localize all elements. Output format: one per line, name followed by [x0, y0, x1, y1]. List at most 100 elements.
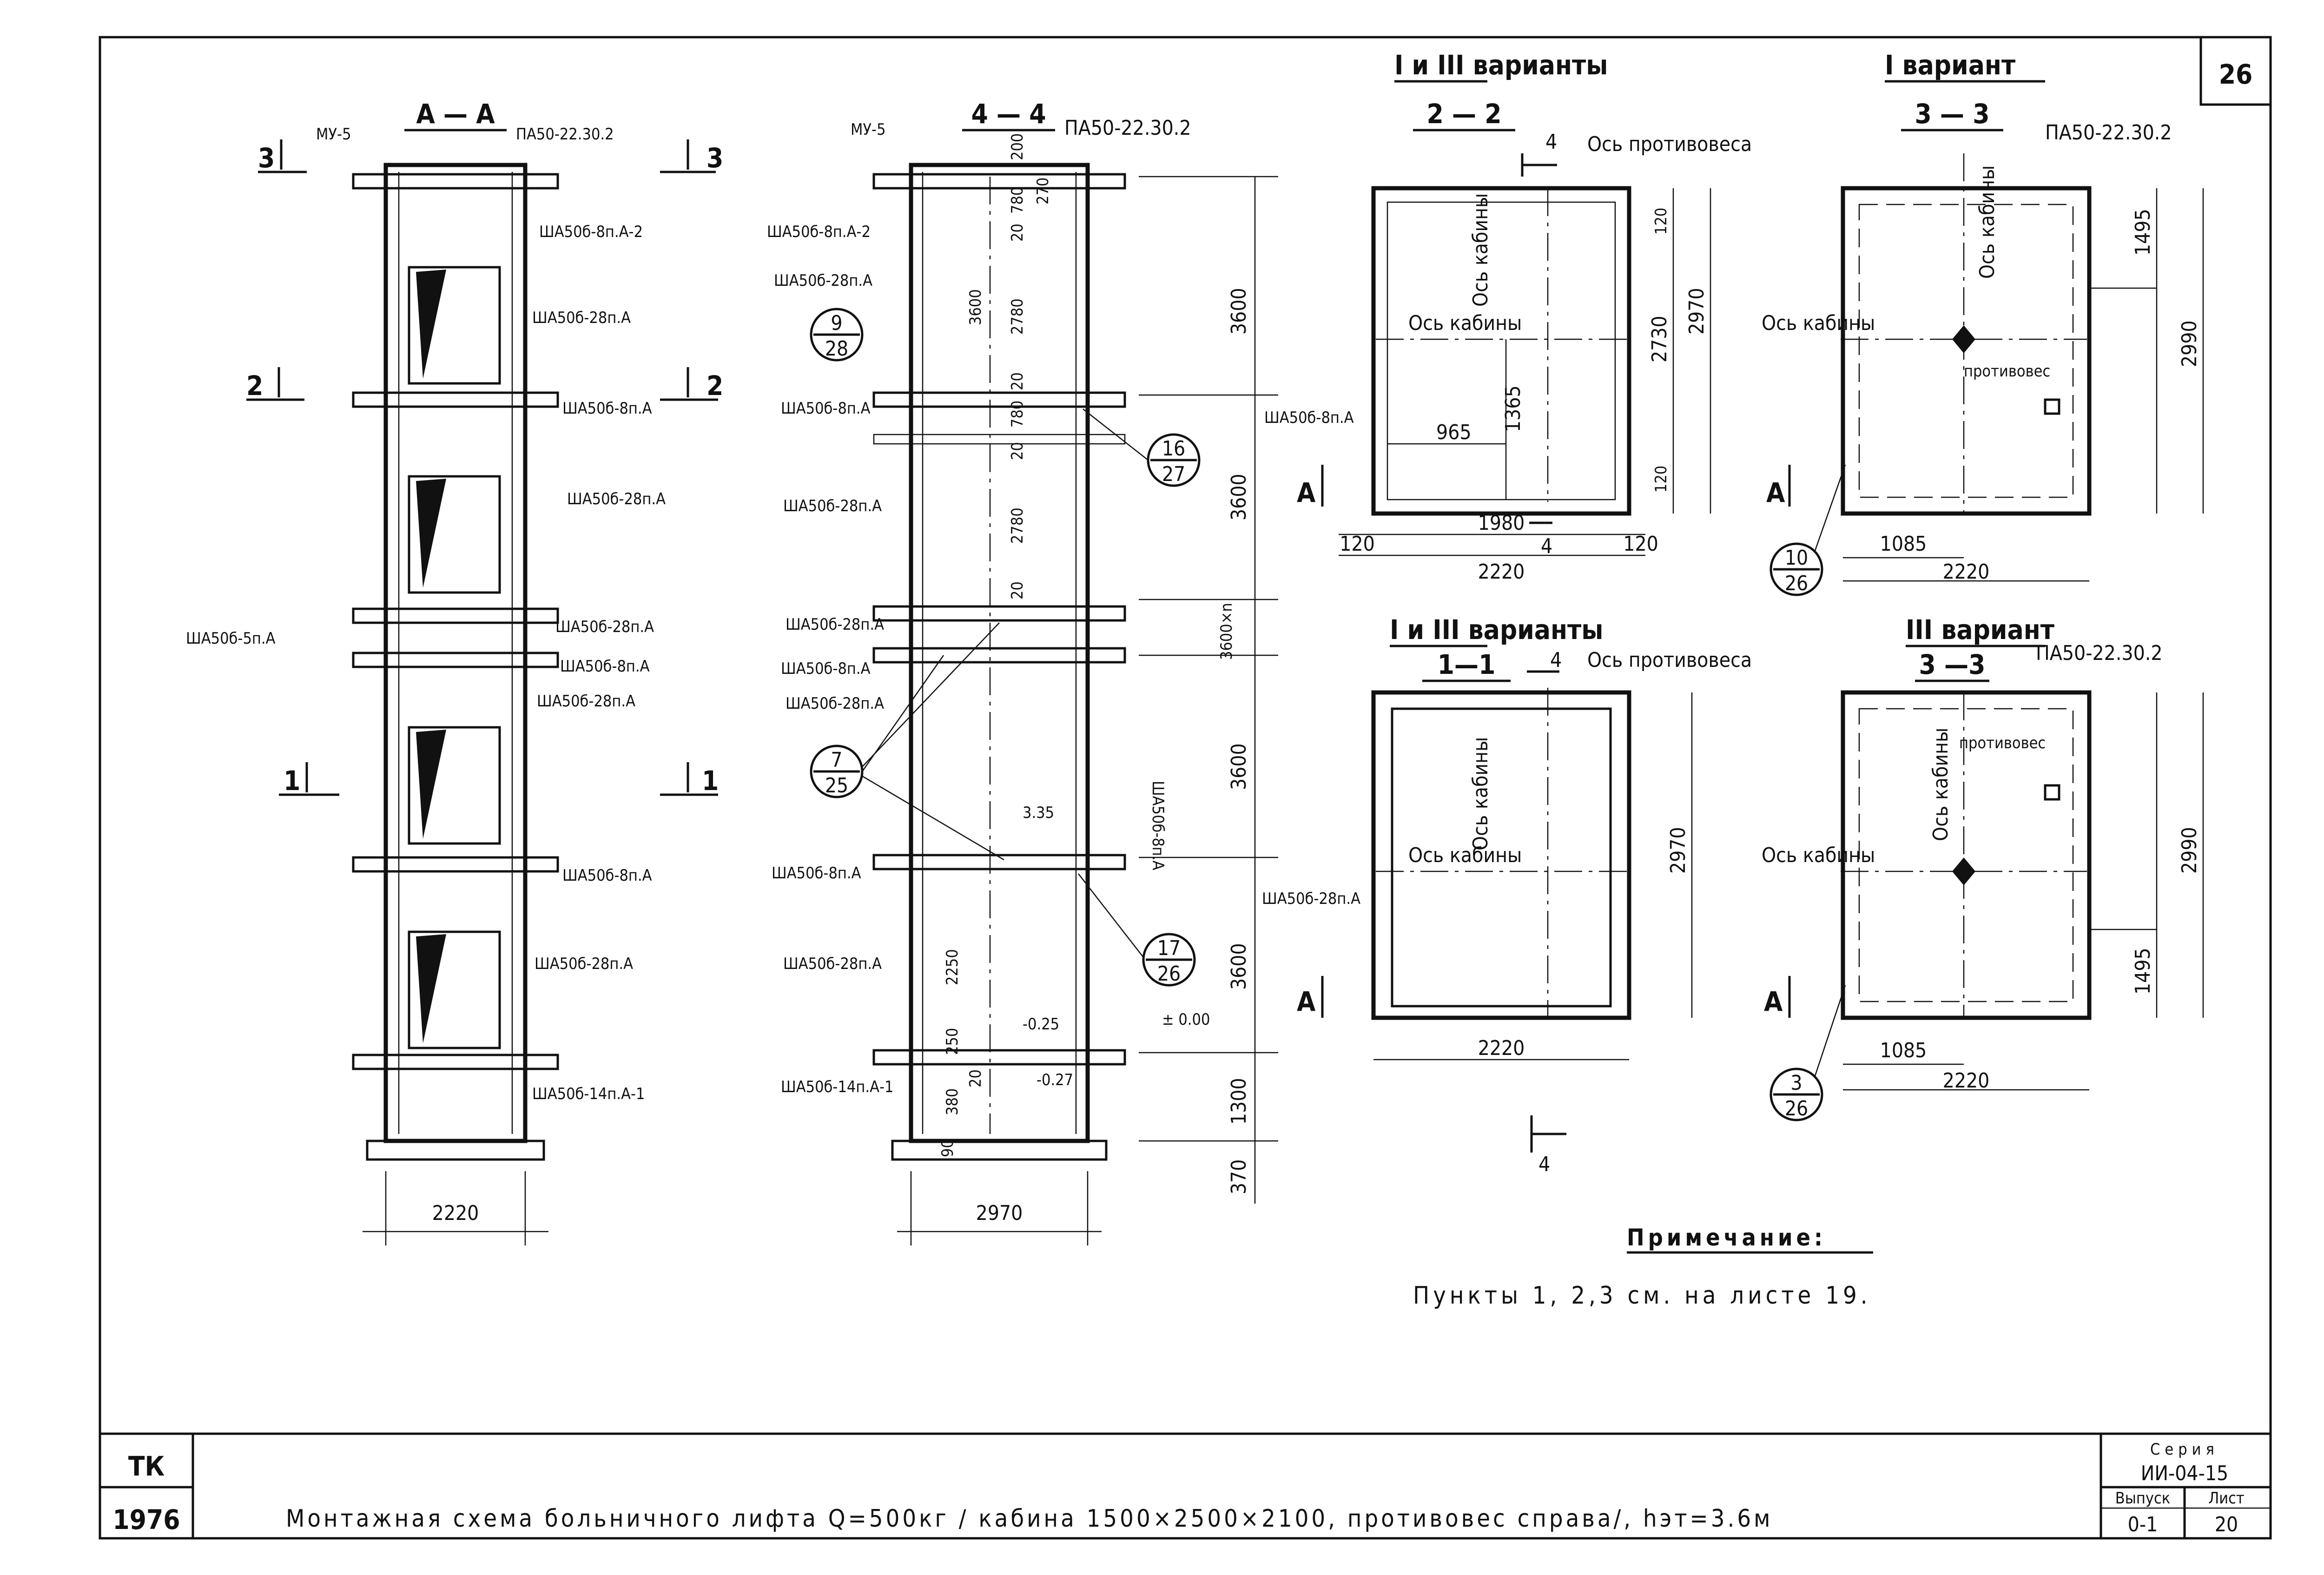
44-dim-width: 2970	[976, 1201, 1023, 1225]
section-aa-title: А — А	[416, 98, 495, 130]
sheet-frame	[99, 36, 2272, 1540]
44-label-sha28a-5: ША50б-28п.А	[783, 955, 882, 973]
svg-text:10: 10	[1785, 546, 1808, 570]
plan22-outline	[1371, 186, 1631, 516]
svg-text:1085: 1085	[1880, 1039, 1927, 1062]
svg-text:3600×n: 3600×n	[1217, 603, 1236, 660]
level-m0-25: -0.25	[1023, 1015, 1059, 1034]
svg-text:2250: 2250	[943, 949, 962, 985]
44-label-sha8a2: ША50б-8п.А-2	[767, 223, 871, 241]
plan11-sha: ША50б-28п.А	[1262, 890, 1360, 908]
44-label-sha28a-4: ША50б-28п.А	[786, 694, 884, 713]
plan11-axis-cab: Ось кабины	[1408, 844, 1522, 867]
door-opening-2	[408, 475, 501, 594]
svg-text:А: А	[1297, 477, 1316, 508]
shaft-44-outline	[909, 163, 1090, 1143]
plan22-axis-cab-v: Ось кабины	[1469, 193, 1492, 307]
svg-text:28: 28	[825, 337, 848, 361]
svg-text:3: 3	[1790, 1071, 1802, 1095]
44-label-sha28a-2: ША50б-28п.А	[783, 497, 882, 515]
door-opening-3	[408, 726, 501, 845]
svg-text:2220: 2220	[1478, 560, 1525, 584]
plan33i-counterweight: противовес	[1964, 362, 2050, 381]
svg-text:3600: 3600	[1227, 474, 1251, 521]
plan11-axis-cab-v: Ось кабины	[1469, 737, 1492, 850]
cut-3-left: 3	[258, 142, 275, 174]
plan11-title: 1—1	[1438, 649, 1496, 680]
svg-text:1300: 1300	[1227, 1078, 1251, 1125]
level-3-35: 3.35	[1023, 804, 1054, 822]
aa-label-sha14a1: ША50б-14п.А-1	[532, 1085, 645, 1103]
callout-10-26: 10 26	[1769, 464, 1846, 596]
svg-text:2780: 2780	[1008, 507, 1027, 544]
44-label-mu5: МУ-5	[851, 120, 886, 139]
page-value: 20	[2215, 1513, 2238, 1536]
svg-text:А: А	[1766, 477, 1785, 508]
aa-label-mu5: МУ-5	[316, 125, 351, 144]
svg-text:3600: 3600	[1227, 743, 1251, 790]
note-text: Пункты 1, 2,3 см. на листе 19.	[1413, 1282, 1871, 1310]
svg-text:780: 780	[1008, 401, 1027, 428]
svg-text:3600: 3600	[1227, 288, 1251, 335]
plan33i-title: 3 — 3	[1915, 98, 1989, 130]
svg-text:120: 120	[1652, 208, 1670, 235]
aa-label-sha28a-1: ША50б-28п.А	[532, 309, 631, 327]
series-label: Серия	[2150, 1440, 2219, 1459]
aa-label-sha8a-3: ША50б-8п.А	[562, 866, 652, 885]
44-label-sha28a-1: ША50б-28п.А	[774, 271, 872, 290]
plan33i-pa: ПА50-22.30.2	[2045, 121, 2172, 145]
svg-text:26: 26	[1785, 1097, 1808, 1120]
svg-text:25: 25	[825, 774, 848, 797]
sheet-title: Монтажная схема больничного лифта Q=500к…	[286, 1505, 1773, 1533]
plan33i-axis-cab: Ось кабины	[1762, 311, 1875, 335]
note-title: Примечание:	[1627, 1224, 1826, 1251]
svg-text:26: 26	[1157, 962, 1181, 986]
svg-text:4: 4	[1550, 648, 1562, 672]
door-opening-1	[408, 266, 501, 385]
cut-2-right: 2	[706, 370, 723, 402]
plan-1-1: I и III варианты 1—1 4 Ось противовеса О…	[1262, 614, 1752, 1176]
svg-text:20: 20	[1008, 372, 1027, 390]
plan22-sha: ША50б-8п.А	[1264, 409, 1354, 427]
svg-text:20: 20	[1008, 224, 1027, 242]
sheet-number-top: 26	[2219, 59, 2253, 90]
svg-text:20: 20	[1008, 581, 1027, 600]
aa-label-sha8a2: ША50б-8п.А-2	[539, 223, 643, 241]
44-label-sha8a-3: ША50б-8п.А	[772, 864, 861, 883]
plan-2-2: I и III варианты 2 — 2 4 Ось противовеса…	[1264, 49, 1752, 584]
svg-text:17: 17	[1157, 936, 1181, 960]
callout-17-26: 17 26	[1078, 873, 1196, 987]
svg-text:780: 780	[1008, 187, 1027, 214]
aa-label-sha28a-3: ША50б-28п.А	[555, 618, 654, 636]
plan22-axis-cab: Ось кабины	[1408, 311, 1522, 335]
plan33iii-outline	[1841, 690, 2092, 1020]
44-label-sha8a-2: ША50б-8п.А	[781, 659, 871, 678]
plan22-header: I и III варианты	[1394, 49, 1608, 81]
svg-text:2970: 2970	[1685, 288, 1709, 335]
svg-text:4: 4	[1541, 534, 1552, 558]
44-label-sha8a-1: ША50б-8п.А	[781, 399, 871, 418]
aa-label-sha5a: ША50б-5п.А	[186, 629, 276, 648]
callout-7-25: 7 25	[810, 622, 1004, 861]
svg-text:7: 7	[831, 748, 842, 772]
svg-text:120: 120	[1340, 532, 1375, 556]
svg-text:1495: 1495	[2131, 948, 2155, 995]
plan33iii-axis-cab: Ось кабины	[1762, 844, 1875, 867]
plan33iii-header: III вариант	[1906, 614, 2055, 646]
aa-dim-width: 2220	[432, 1201, 479, 1225]
series-value: ИИ-04-15	[2141, 1462, 2229, 1485]
svg-text:2780: 2780	[1008, 298, 1027, 335]
cut-2-left: 2	[246, 370, 263, 402]
plan33iii-pa: ПА50-22.30.2	[2036, 641, 2163, 665]
plan33i-axis-cab-v: Ось кабины	[1975, 165, 1999, 279]
svg-text:А: А	[1764, 986, 1783, 1017]
svg-text:90: 90	[938, 1139, 957, 1157]
44-label-sha14a1: ША50б-14п.А-1	[781, 1078, 894, 1096]
aa-label-pa: ПА50-22.30.2	[516, 125, 614, 144]
callout-9-28: 9 28	[810, 308, 864, 362]
plan22-title: 2 — 2	[1426, 98, 1501, 130]
svg-text:1980: 1980	[1478, 511, 1525, 535]
svg-text:2730: 2730	[1648, 316, 1671, 362]
svg-text:1085: 1085	[1880, 532, 1927, 556]
